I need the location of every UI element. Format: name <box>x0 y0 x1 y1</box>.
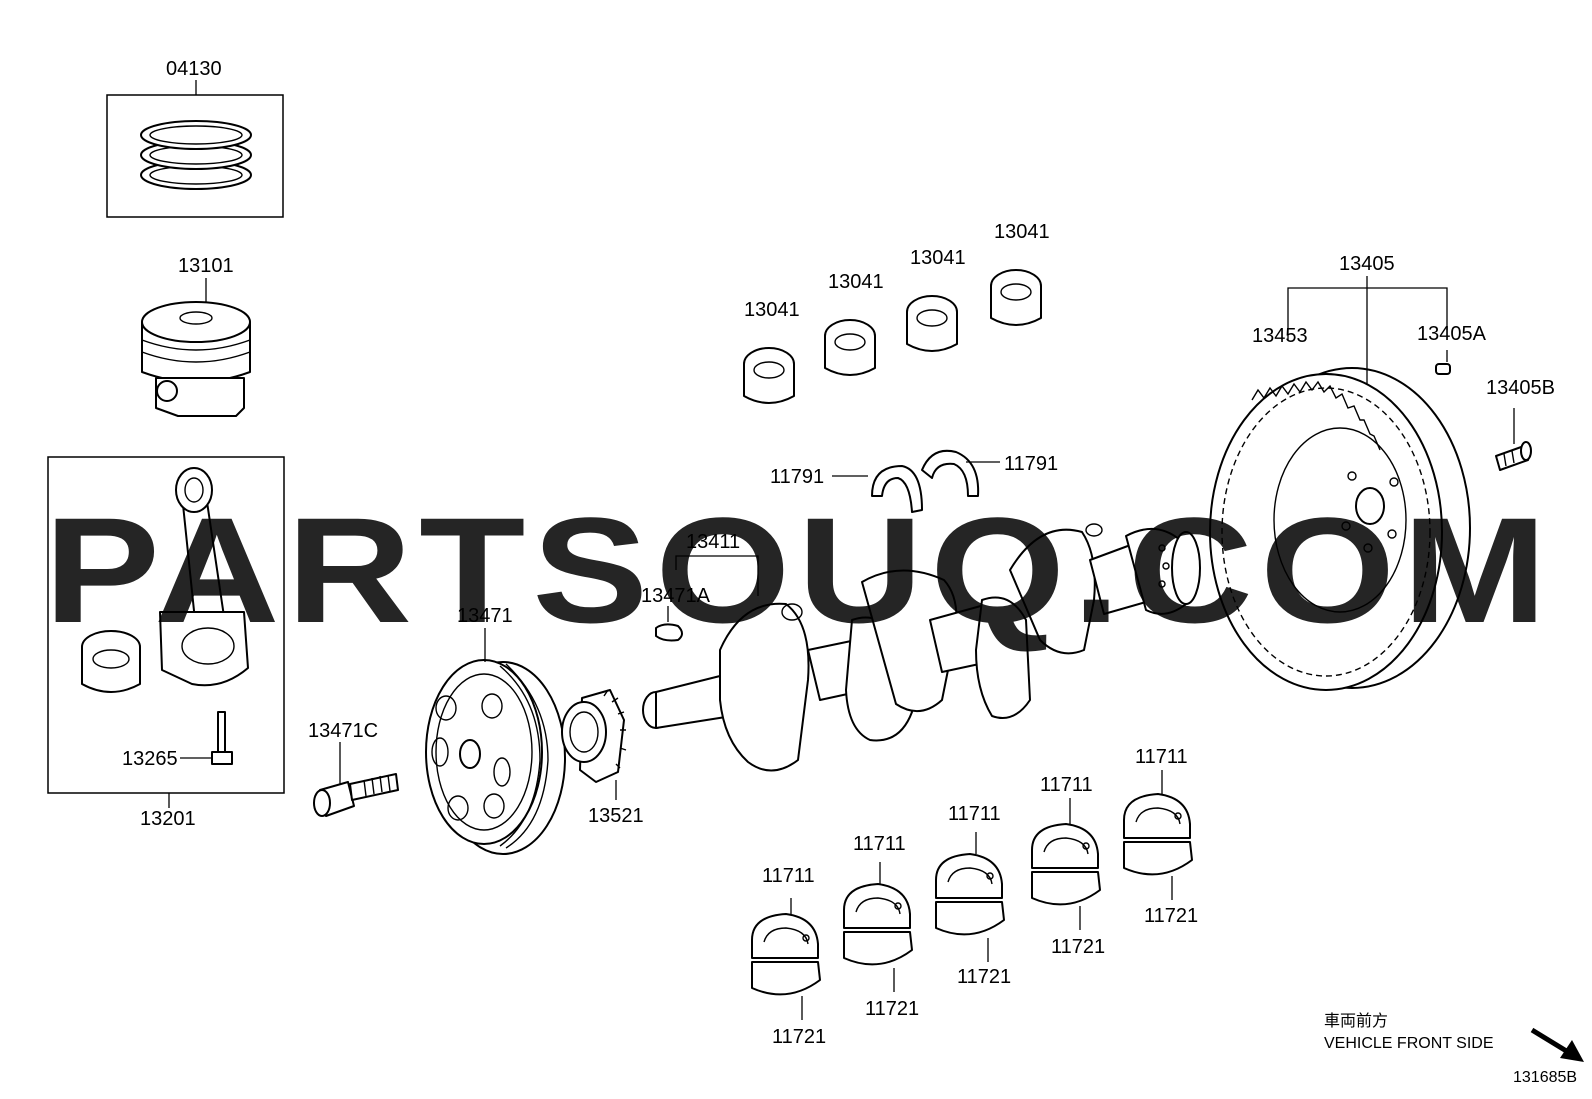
label-13041-d[interactable]: 13041 <box>994 221 1050 243</box>
label-13471A[interactable]: 13471A <box>641 585 711 607</box>
label-13471C[interactable]: 13471C <box>308 720 378 742</box>
crankshaft-pulley[interactable] <box>425 628 566 855</box>
label-11711-5[interactable]: 11711 <box>1135 746 1188 768</box>
label-13041-c[interactable]: 13041 <box>910 247 966 269</box>
label-11711-3[interactable]: 11711 <box>948 803 1001 825</box>
main-bearing-set-5[interactable] <box>1123 770 1193 900</box>
label-11721-2[interactable]: 11721 <box>865 998 919 1020</box>
vehicle-front-arrow-icon <box>1530 1027 1584 1062</box>
crankshaft-timing-gear[interactable] <box>561 689 627 800</box>
label-13471[interactable]: 13471 <box>457 605 513 627</box>
label-11711-4[interactable]: 11711 <box>1040 774 1093 796</box>
thrust-washer-right[interactable] <box>921 449 1000 497</box>
label-13405A[interactable]: 13405A <box>1417 323 1487 345</box>
vehicle-front-label-en: VEHICLE FRONT SIDE <box>1324 1035 1494 1052</box>
figure-id: 131685B <box>1513 1069 1577 1086</box>
pulley-bolt[interactable] <box>313 742 399 817</box>
label-13041-b[interactable]: 13041 <box>828 271 884 293</box>
label-13201[interactable]: 13201 <box>140 808 196 830</box>
label-13405B[interactable]: 13405B <box>1486 377 1555 399</box>
bearing-13041-d[interactable] <box>990 269 1042 326</box>
label-11721-1[interactable]: 11721 <box>772 1026 826 1048</box>
bearing-13041-c[interactable] <box>906 295 958 352</box>
label-13411[interactable]: 13411 <box>686 531 740 553</box>
thrust-washer-left[interactable] <box>832 465 923 513</box>
label-13405[interactable]: 13405 <box>1339 253 1395 275</box>
bearing-13041-b[interactable] <box>824 319 876 376</box>
label-13101[interactable]: 13101 <box>178 255 234 277</box>
flywheel-bolt[interactable] <box>1495 408 1532 471</box>
flywheel[interactable] <box>1209 276 1471 691</box>
main-bearing-set-2[interactable] <box>843 862 913 992</box>
label-11721-3[interactable]: 11721 <box>957 966 1011 988</box>
bearing-13041-a[interactable] <box>743 347 795 404</box>
label-04130[interactable]: 04130 <box>166 58 222 80</box>
label-11711-2[interactable]: 11711 <box>853 833 906 855</box>
piston[interactable] <box>141 278 251 417</box>
label-11721-4[interactable]: 11721 <box>1051 936 1105 958</box>
label-11791-left[interactable]: 11791 <box>770 466 824 488</box>
piston-ring-set[interactable] <box>106 80 284 218</box>
connecting-rod-assembly[interactable] <box>47 456 285 808</box>
label-11791-right[interactable]: 11791 <box>1004 453 1058 475</box>
label-13041-a[interactable]: 13041 <box>744 299 800 321</box>
flywheel-pin[interactable] <box>1435 350 1451 375</box>
main-bearing-set-3[interactable] <box>935 832 1005 962</box>
label-13265[interactable]: 13265 <box>122 748 178 770</box>
label-11711-1[interactable]: 11711 <box>762 865 815 887</box>
crankshaft[interactable] <box>642 523 1201 772</box>
label-11721-5[interactable]: 11721 <box>1144 905 1198 927</box>
main-bearing-set-1[interactable] <box>751 898 821 1020</box>
label-13521[interactable]: 13521 <box>588 805 644 827</box>
main-bearing-set-4[interactable] <box>1031 798 1101 930</box>
vehicle-front-label-jp: 車両前方 <box>1324 1012 1388 1030</box>
crankshaft-key[interactable] <box>655 606 683 642</box>
watermark: PARTSOUQ.COM <box>44 486 1554 654</box>
label-13453[interactable]: 13453 <box>1252 325 1308 347</box>
